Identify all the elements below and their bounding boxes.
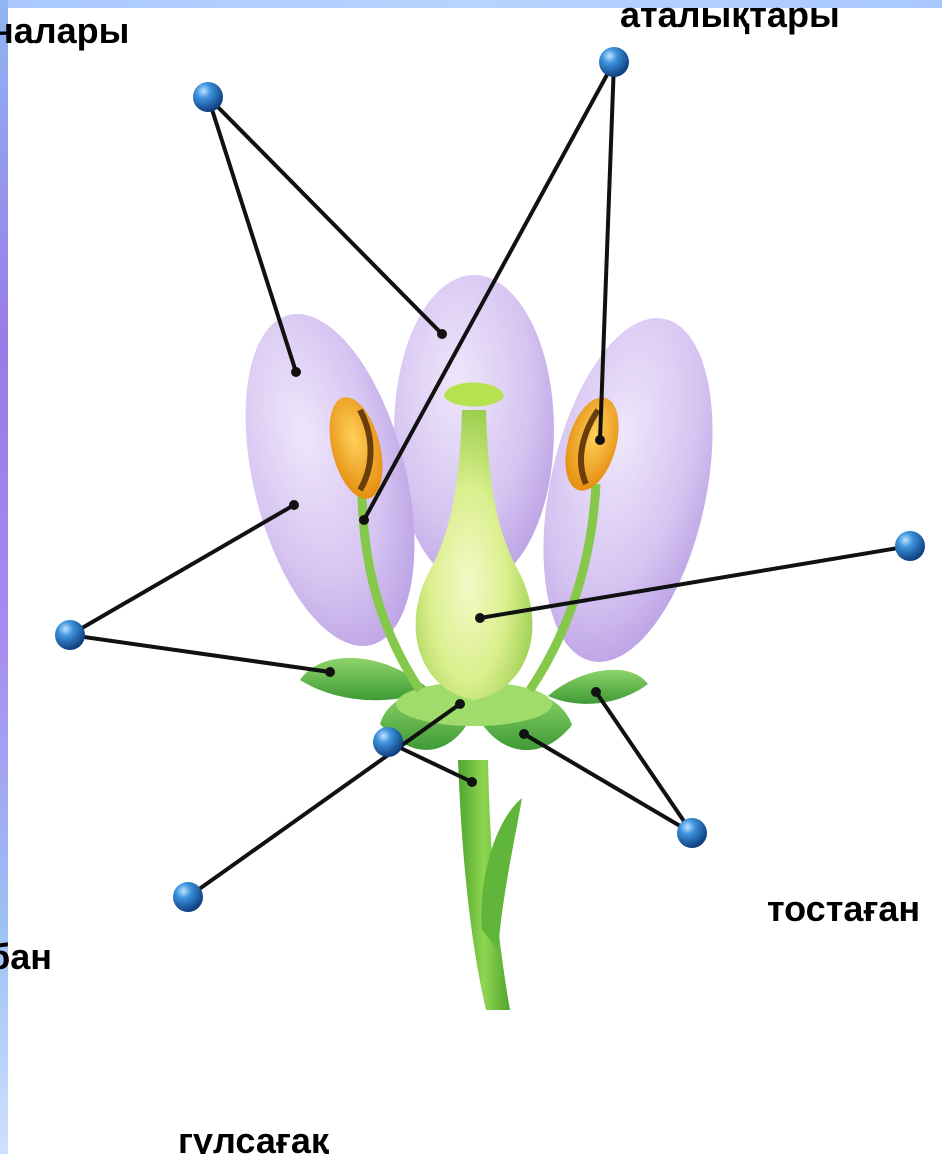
label-receptacle: тостаған — [767, 888, 920, 930]
pointer-dot — [437, 329, 447, 339]
pointer-line — [208, 97, 442, 334]
pointer-dot — [591, 687, 601, 697]
label-stamens: аталықтары — [620, 0, 840, 36]
marker-ball[interactable] — [173, 882, 203, 912]
pointer-dot — [595, 435, 605, 445]
label-peduncle: гүлсағақ — [178, 1120, 329, 1154]
pointer-dot — [475, 613, 485, 623]
pointer-line — [596, 692, 692, 833]
marker-ball[interactable] — [895, 531, 925, 561]
pointer-line — [208, 97, 296, 372]
pointer-dot — [325, 667, 335, 677]
marker-ball[interactable] — [193, 82, 223, 112]
pointer-dot — [359, 515, 369, 525]
sepal-right — [548, 670, 648, 704]
pointer-line — [70, 505, 294, 635]
petal-right — [515, 303, 740, 678]
pointer-dot — [467, 777, 477, 787]
marker-ball[interactable] — [55, 620, 85, 650]
pointer-line — [524, 734, 692, 833]
label-pistil: бан — [0, 936, 52, 978]
pointer-dot — [289, 500, 299, 510]
pointer-line — [188, 704, 460, 897]
marker-ball[interactable] — [373, 727, 403, 757]
pointer-line — [70, 635, 330, 672]
pointer-dot — [519, 729, 529, 739]
marker-ball[interactable] — [677, 818, 707, 848]
pointer-dot — [455, 699, 465, 709]
marker-ball[interactable] — [599, 47, 629, 77]
pointer-dot — [291, 367, 301, 377]
label-petals: налары — [0, 10, 129, 52]
